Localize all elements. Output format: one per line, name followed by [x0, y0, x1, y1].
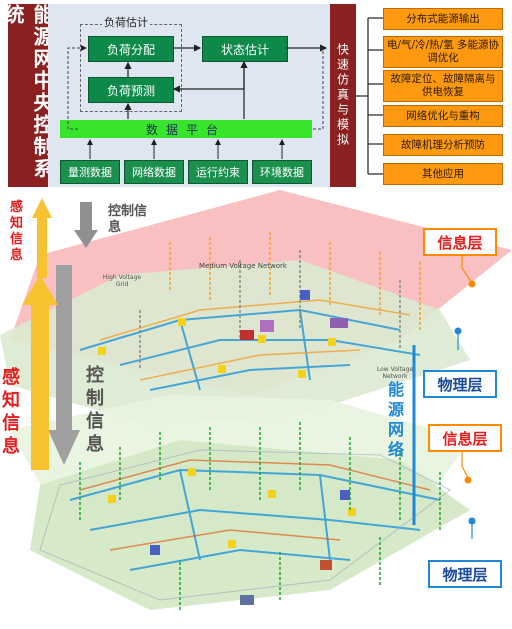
info-layer-1-label: 信息层	[423, 228, 497, 256]
data-source-network: 网络数据	[124, 160, 184, 184]
data-source-environment: 环境数据	[252, 160, 312, 184]
load-forecast-box: 负荷预测	[88, 77, 174, 103]
control-info-big-label: 控制信息	[86, 365, 104, 455]
high-voltage-label: High Voltage Grid	[102, 274, 142, 288]
control-info-small-label: 控制信息	[108, 204, 148, 235]
control-info-big-arrow-shaft	[56, 265, 72, 430]
load-estimation-group-label: 负荷估计	[102, 14, 150, 30]
output-distributed-energy: 分布式能源输出	[383, 8, 503, 30]
sense-info-big-arrow-shaft	[31, 305, 49, 470]
sense-info-small-arrow-head	[32, 198, 52, 218]
data-source-measurement: 量测数据	[60, 160, 120, 184]
sense-info-small-arrow-shaft	[37, 218, 47, 278]
load-distribution-box: 负荷分配	[88, 36, 174, 62]
output-fault-recovery: 故障定位、故障隔离与 供电恢复	[383, 70, 503, 102]
sense-info-big-arrow-head	[22, 275, 58, 305]
control-panel-arrows	[67, 44, 328, 159]
low-voltage-label: Low Voltage Network	[376, 366, 414, 380]
output-other-apps: 其他应用	[383, 163, 503, 185]
fast-simulation-bar: 快速仿真与模拟	[330, 4, 356, 187]
output-network-optimization: 网络优化与重构	[383, 105, 503, 127]
output-bracket	[356, 17, 383, 175]
control-info-small-arrow-shaft	[80, 202, 92, 230]
medium-voltage-label: Medium Voltage Network	[199, 262, 287, 270]
sense-info-small-label: 感知信息	[10, 200, 24, 263]
physical-layer-1-label: 物理层	[423, 370, 497, 398]
info-layer-2-label: 信息层	[428, 424, 502, 452]
system-title: 能源网中央控制系统	[1, 4, 54, 187]
layered-network-illustration	[0, 190, 512, 610]
output-fault-analysis: 故障机理分析预防	[383, 134, 503, 156]
output-multi-energy: 电/气/冷/热/氢 多能源协调优化	[383, 36, 503, 68]
control-info-small-arrow-head	[74, 230, 98, 248]
control-info-big-arrow-head	[48, 430, 80, 465]
physical-layer-2-label: 物理层	[428, 560, 502, 588]
sense-info-big-label: 感知信息	[2, 367, 20, 457]
data-platform-bar: 数据平台	[60, 120, 312, 138]
energy-network-label: 能源网络	[388, 380, 405, 459]
data-source-constraints: 运行约束	[188, 160, 248, 184]
physical-layer-1-plane	[0, 260, 470, 425]
